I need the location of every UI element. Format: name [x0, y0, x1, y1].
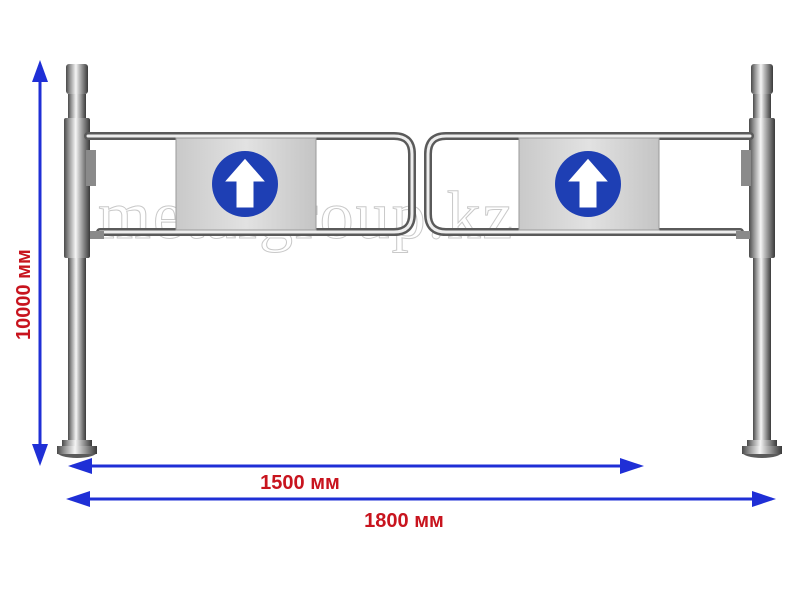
left-gate-arm	[84, 132, 416, 239]
height-dimension-label: 10000 мм	[13, 249, 35, 340]
height-dimension: 10000 мм	[13, 60, 48, 466]
right-post	[741, 64, 782, 458]
up-arrow-icon	[565, 157, 611, 209]
inner-width-dimension: 1500 мм	[68, 458, 644, 494]
up-arrow-icon	[222, 157, 268, 209]
outer-width-dimension: 1800 мм	[66, 491, 776, 532]
inner-width-dimension-label: 1500 мм	[260, 472, 340, 494]
outer-width-dimension-label: 1800 мм	[364, 510, 444, 532]
right-gate-arm	[424, 132, 754, 239]
left-post	[57, 64, 97, 458]
